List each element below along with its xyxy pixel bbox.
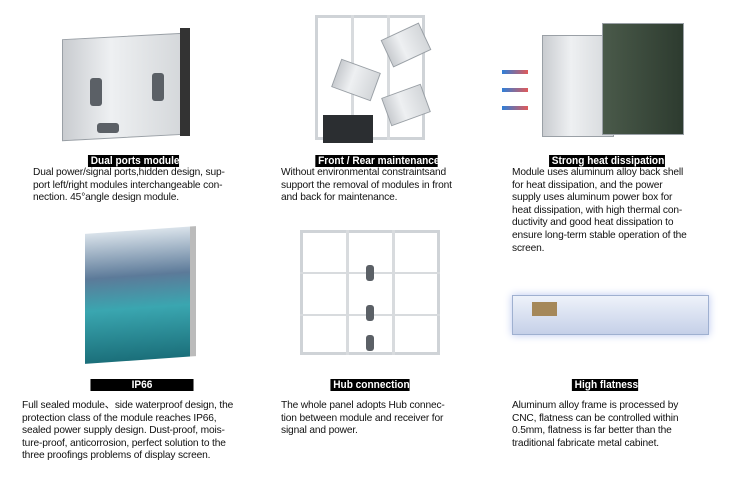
front-rear-maintenance-image: [315, 15, 435, 145]
desc-line: tion between module and receiver for: [281, 412, 444, 424]
desc-line: Dual power/signal ports,hidden design, s…: [33, 167, 225, 178]
desc-line: support the removal of modules in front: [281, 179, 452, 191]
feature-title: High flatness: [571, 379, 638, 391]
desc-line: 0.5mm, flatness is far better than the: [512, 425, 672, 437]
hub-connection-image: [300, 230, 445, 360]
desc-line: protection class of the module reaches I…: [22, 412, 217, 424]
desc-line: traditional fabricate metal cabinet.: [512, 437, 659, 449]
desc-line: Without environmental constraintsand: [281, 167, 447, 178]
desc-line: CNC, flatness can be controlled within: [512, 412, 679, 424]
desc-line: Aluminum alloy frame is processed by: [512, 400, 679, 411]
desc-line: screen.: [512, 242, 545, 254]
desc-line: heat dissipation, with high thermal con-: [512, 204, 683, 216]
dual-ports-module-image: [62, 28, 192, 143]
desc-line: Full sealed module、side waterproof desig…: [22, 400, 234, 411]
feature-description: Without environmental constraintsand sup…: [281, 167, 452, 205]
desc-line: ductivity and good heat dissipation to: [512, 217, 674, 229]
desc-line: signal and power.: [281, 425, 358, 437]
desc-line: nection. 45°angle design module.: [33, 192, 179, 204]
feature-description: Full sealed module、side waterproof desig…: [22, 400, 233, 463]
desc-line: The whole panel adopts Hub connec-: [281, 400, 445, 411]
desc-line: ensure long-term stable operation of the: [512, 229, 687, 241]
feature-description: Module uses aluminum alloy back shell fo…: [512, 167, 687, 255]
high-flatness-image: [512, 290, 712, 340]
desc-line: port left/right modules interchangeable …: [33, 179, 223, 191]
feature-description: The whole panel adopts Hub connec- tion …: [281, 400, 445, 438]
desc-line: for heat dissipation, and the power: [512, 179, 663, 191]
feature-description: Dual power/signal ports,hidden design, s…: [33, 167, 225, 205]
feature-title: Front / Rear maintenance: [315, 155, 440, 167]
feature-title: IP66: [90, 379, 194, 391]
feature-description: Aluminum alloy frame is processed by CNC…: [512, 400, 679, 450]
feature-title: Dual ports module: [87, 155, 180, 167]
feature-title: Strong heat dissipation: [549, 155, 665, 167]
heat-dissipation-image: [492, 15, 692, 145]
desc-line: three proofings problems of display scre…: [22, 450, 211, 462]
feature-title: Hub connection: [330, 379, 410, 391]
desc-line: sealed power supply design. Dust-proof, …: [22, 425, 225, 437]
desc-line: supply uses aluminum power box for: [512, 192, 673, 204]
desc-line: ture-proof, anticorrosion, perfect solut…: [22, 437, 226, 449]
ip66-image: [75, 225, 200, 365]
desc-line: and back for maintenance.: [281, 192, 398, 204]
desc-line: Module uses aluminum alloy back shell: [512, 167, 684, 178]
